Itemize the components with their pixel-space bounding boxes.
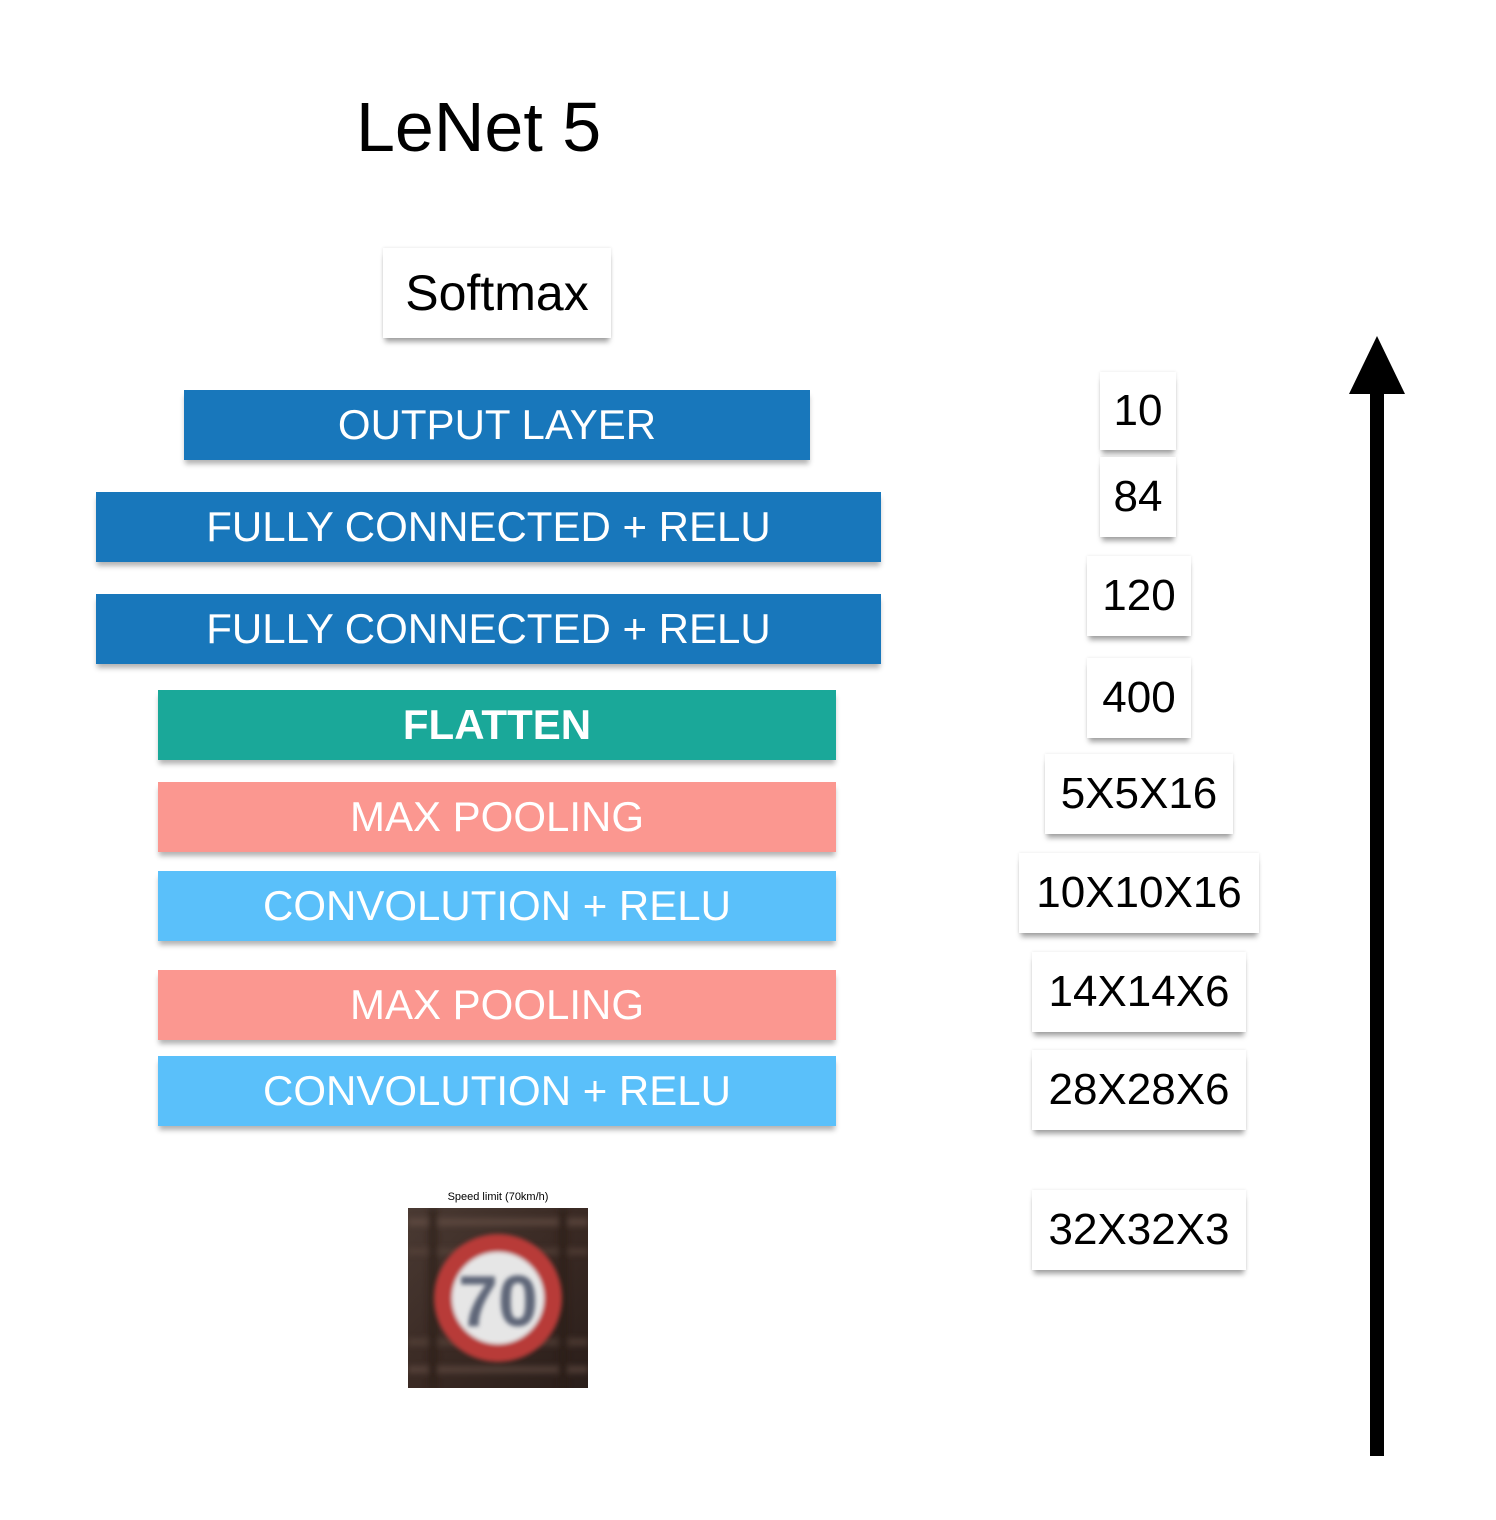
dimension-label: 400 <box>1087 658 1191 738</box>
dimension-label: 28X28X6 <box>1032 1050 1246 1130</box>
layer-fully-connected-1: FULLY CONNECTED + RELU <box>96 594 881 664</box>
dimension-label: 10 <box>1100 372 1176 450</box>
layer-fully-connected-2: FULLY CONNECTED + RELU <box>96 492 881 562</box>
layer-flatten: FLATTEN <box>158 690 836 760</box>
diagram-title: LeNet 5 <box>356 88 602 166</box>
dimension-label: 120 <box>1087 556 1191 636</box>
layer-convolution-1: CONVOLUTION + RELU <box>158 1056 836 1126</box>
dimension-label: 32X32X3 <box>1032 1190 1246 1270</box>
layer-label: FLATTEN <box>402 701 592 748</box>
arrow-up-icon <box>1349 336 1405 1456</box>
layer-max-pooling-1: MAX POOLING <box>158 970 836 1040</box>
dimension-label: 10X10X16 <box>1019 853 1259 933</box>
layer-label: MAX POOLING <box>349 793 645 840</box>
input-image-caption: Speed limit (70km/h) <box>447 1191 549 1203</box>
layer-label: OUTPUT LAYER <box>337 401 657 448</box>
speed-limit-sign-image: 70 <box>408 1208 588 1388</box>
layer-label: MAX POOLING <box>349 981 645 1028</box>
layer-output: OUTPUT LAYER <box>184 390 810 460</box>
layer-label: FULLY CONNECTED + RELU <box>206 503 771 550</box>
dimension-label: 84 <box>1100 457 1176 537</box>
layer-label: CONVOLUTION + RELU <box>263 1067 731 1114</box>
layer-convolution-2: CONVOLUTION + RELU <box>158 871 836 941</box>
layer-max-pooling-2: MAX POOLING <box>158 782 836 852</box>
dimension-label: 14X14X6 <box>1032 952 1246 1032</box>
dimension-label: 5X5X16 <box>1045 754 1233 834</box>
layer-label: FULLY CONNECTED + RELU <box>206 605 771 652</box>
sign-number: 70 <box>458 1262 538 1342</box>
softmax-box: Softmax <box>383 248 611 338</box>
layer-label: CONVOLUTION + RELU <box>263 882 731 929</box>
